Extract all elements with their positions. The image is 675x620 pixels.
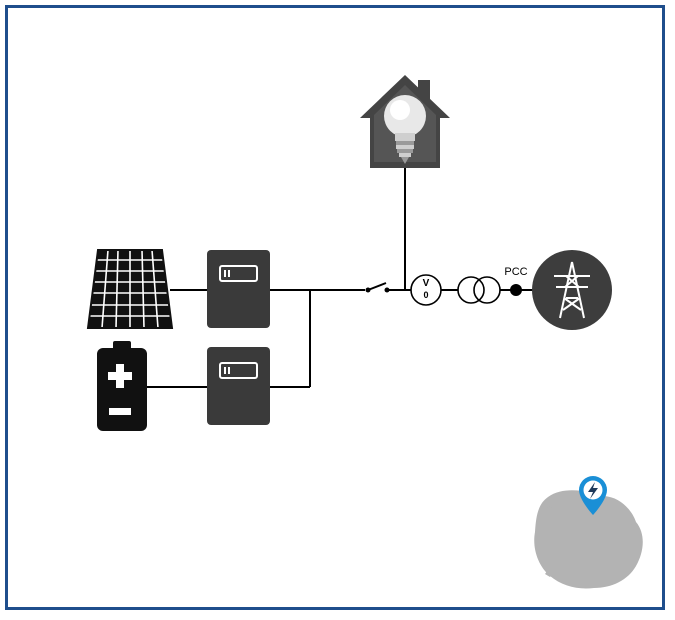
pcc-node: PCC	[504, 266, 528, 296]
switch	[365, 282, 390, 293]
voltage-meter: V 0	[410, 274, 442, 306]
meter-symbol-bottom: 0	[423, 290, 428, 300]
meter-symbol-top: V	[423, 278, 430, 289]
solar-panel-icon	[86, 249, 174, 329]
house-lightbulb-icon	[360, 75, 450, 168]
pcc-label: PCC	[504, 266, 527, 278]
battery-icon	[97, 341, 147, 431]
inverter-solar	[207, 250, 270, 328]
location-pin-bolt-icon	[579, 476, 607, 515]
transmission-tower-icon	[532, 250, 612, 330]
island-map	[534, 490, 643, 589]
transformer	[457, 276, 501, 304]
inverter-battery	[207, 347, 270, 425]
